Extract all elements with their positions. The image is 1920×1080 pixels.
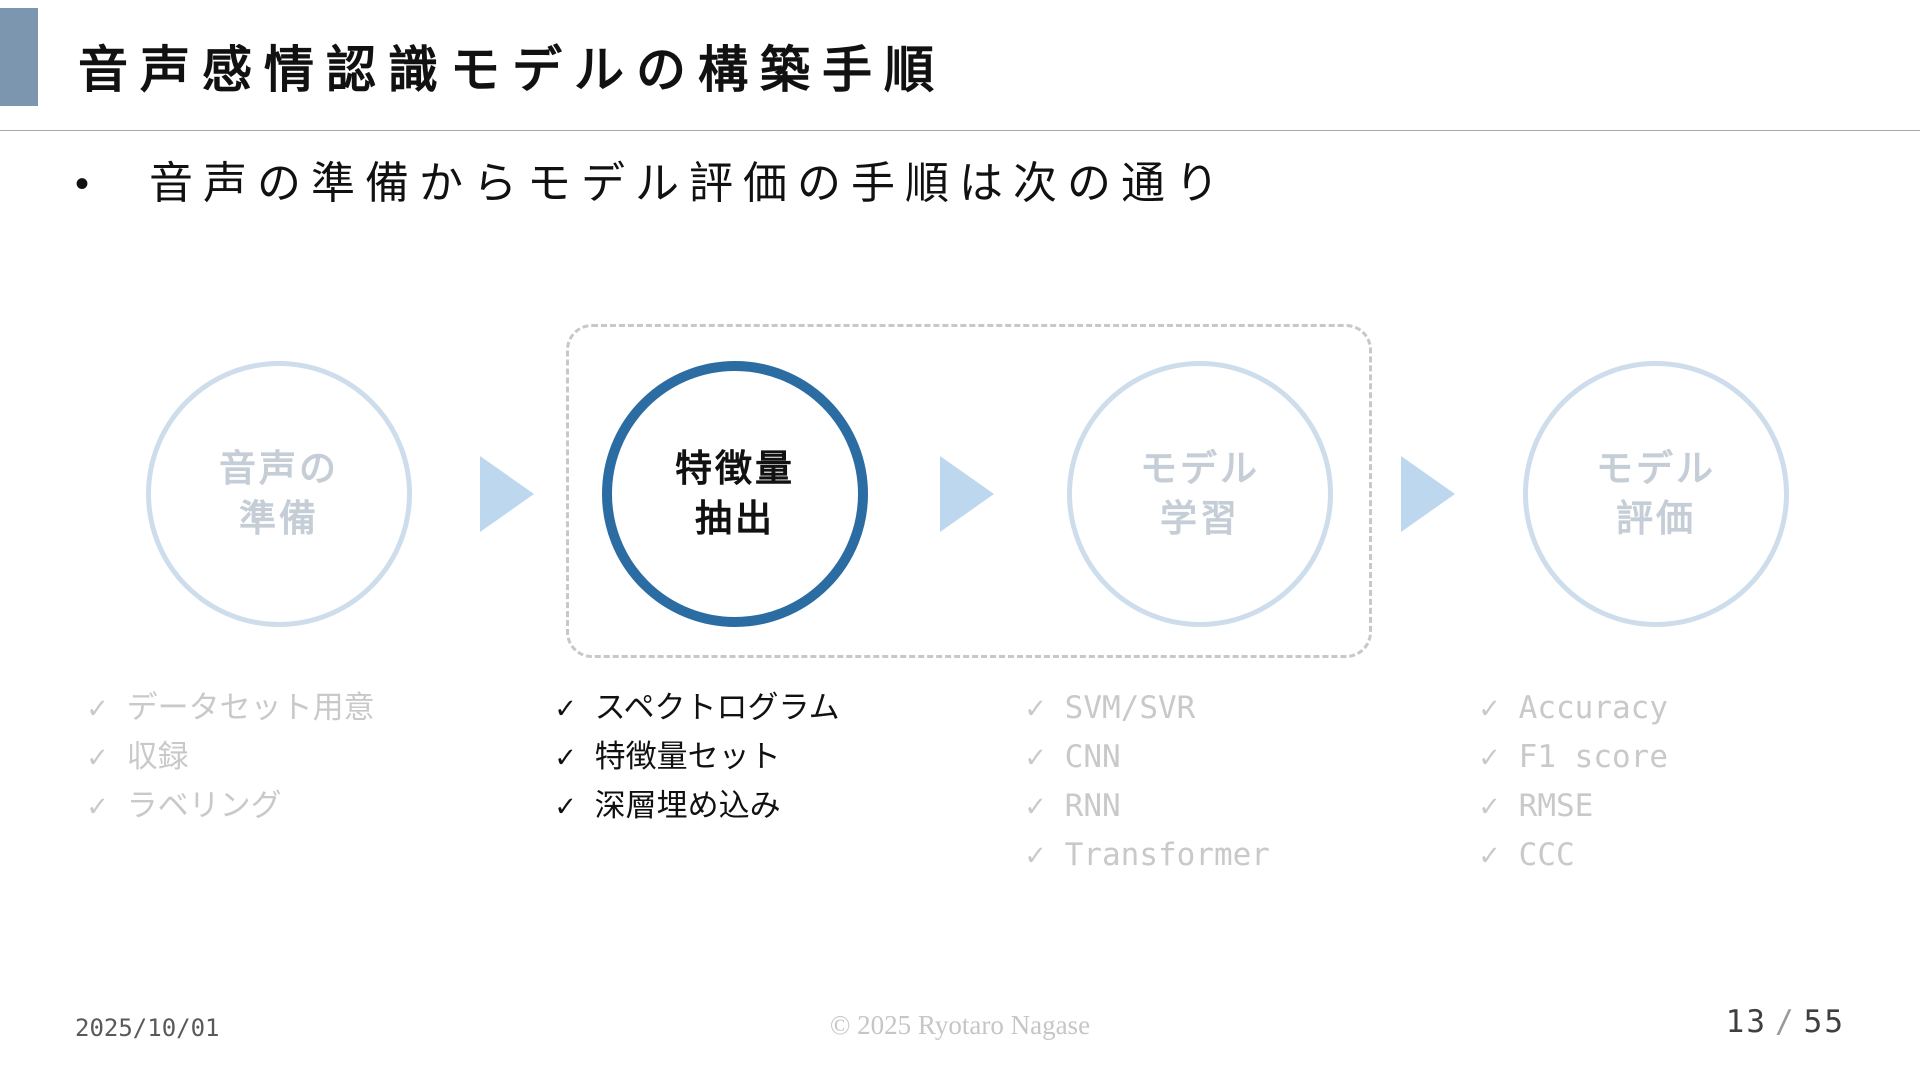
page-current: 13 xyxy=(1725,1004,1767,1040)
footer-copyright: © 2025 Ryotaro Nagase xyxy=(829,1010,1091,1040)
step-label-line: 学習 xyxy=(1160,498,1240,539)
check-item-label: 収録 xyxy=(126,739,189,775)
check-icon: ✓ xyxy=(1026,837,1045,873)
check-icon: ✓ xyxy=(1480,788,1499,824)
check-item-label: 特徴量セット xyxy=(594,739,781,775)
check-item-label: データセット用意 xyxy=(126,690,375,726)
step-label-line: 評価 xyxy=(1616,498,1696,539)
check-item-label: ラベリング xyxy=(126,788,282,824)
slide-title: 音声感情認識モデルの構築手順 xyxy=(78,42,946,98)
check-icon: ✓ xyxy=(1026,788,1045,824)
flow-arrow-icon xyxy=(480,456,534,532)
check-item: ✓ 特徴量セット xyxy=(556,733,840,782)
bullet-text: 音声の準備からモデル評価の手順は次の通り xyxy=(149,159,1229,208)
check-item: ✓ RNN xyxy=(1026,782,1270,831)
check-icon: ✓ xyxy=(88,788,107,824)
check-icon: ✓ xyxy=(1480,837,1499,873)
step-label-line: モデル xyxy=(1596,448,1716,490)
step-label-line: 特徴量 xyxy=(675,448,795,490)
check-icon: ✓ xyxy=(556,690,575,726)
check-item-label: RMSE xyxy=(1518,788,1594,824)
check-item-label: CNN xyxy=(1064,739,1121,775)
check-icon: ✓ xyxy=(88,690,107,726)
check-icon: ✓ xyxy=(556,788,575,824)
step-circle-model-training: モデル 学習 xyxy=(1067,361,1333,627)
check-item: ✓ データセット用意 xyxy=(88,684,375,733)
check-icon: ✓ xyxy=(1480,690,1499,726)
check-item-label: 深層埋め込み xyxy=(594,788,781,824)
step-circle-audio-preparation: 音声の 準備 xyxy=(146,361,412,627)
check-item-label: CCC xyxy=(1518,837,1575,873)
check-item: ✓ 収録 xyxy=(88,733,375,782)
step-label-line: 音声の xyxy=(219,448,339,490)
check-item-label: Accuracy xyxy=(1518,690,1668,726)
check-icon: ✓ xyxy=(1480,739,1499,775)
check-icon: ✓ xyxy=(1026,690,1045,726)
check-item-label: スペクトログラム xyxy=(594,690,840,726)
check-item: ✓ 深層埋め込み xyxy=(556,782,840,831)
check-item: ✓ CCC xyxy=(1480,831,1668,880)
step-circle-feature-extraction: 特徴量 抽出 xyxy=(602,361,868,627)
check-item-label: SVM/SVR xyxy=(1064,690,1196,726)
checklist-model-training: ✓ SVM/SVR ✓ CNN ✓ RNN ✓ Transformer xyxy=(1026,684,1270,880)
checklist-model-evaluation: ✓ Accuracy ✓ F1 score ✓ RMSE ✓ CCC xyxy=(1480,684,1668,880)
check-item-label: RNN xyxy=(1064,788,1121,824)
footer-page-number: 13/55 xyxy=(1726,1004,1845,1040)
check-icon: ✓ xyxy=(1026,739,1045,775)
title-divider xyxy=(0,130,1920,131)
check-icon: ✓ xyxy=(556,739,575,775)
check-item: ✓ Accuracy xyxy=(1480,684,1668,733)
check-item: ✓ SVM/SVR xyxy=(1026,684,1270,733)
check-item: ✓ Transformer xyxy=(1026,831,1270,880)
footer-date: 2025/10/01 xyxy=(75,1014,220,1042)
bullet-marker: • xyxy=(75,162,90,206)
check-icon: ✓ xyxy=(88,739,107,775)
bullet-row: • 音声の準備からモデル評価の手順は次の通り xyxy=(75,158,1229,211)
flow-arrow-icon xyxy=(940,456,994,532)
check-item: ✓ スペクトログラム xyxy=(556,684,840,733)
highlight-dashed-box xyxy=(566,324,1372,658)
step-label-line: 準備 xyxy=(239,498,319,539)
checklist-feature-extraction: ✓ スペクトログラム ✓ 特徴量セット ✓ 深層埋め込み xyxy=(556,684,840,831)
title-accent-bar xyxy=(0,8,38,106)
check-item: ✓ F1 score xyxy=(1480,733,1668,782)
check-item: ✓ RMSE xyxy=(1480,782,1668,831)
checklist-audio-preparation: ✓ データセット用意 ✓ 収録 ✓ ラベリング xyxy=(88,684,375,831)
check-item: ✓ ラベリング xyxy=(88,782,375,831)
step-circle-model-evaluation: モデル 評価 xyxy=(1523,361,1789,627)
step-label-line: モデル xyxy=(1140,448,1260,490)
step-label-line: 抽出 xyxy=(695,498,775,539)
page-total: 55 xyxy=(1803,1004,1845,1040)
page-separator: / xyxy=(1775,1004,1796,1040)
flow-arrow-icon xyxy=(1401,456,1455,532)
check-item-label: F1 score xyxy=(1518,739,1668,775)
check-item: ✓ CNN xyxy=(1026,733,1270,782)
check-item-label: Transformer xyxy=(1064,837,1270,873)
